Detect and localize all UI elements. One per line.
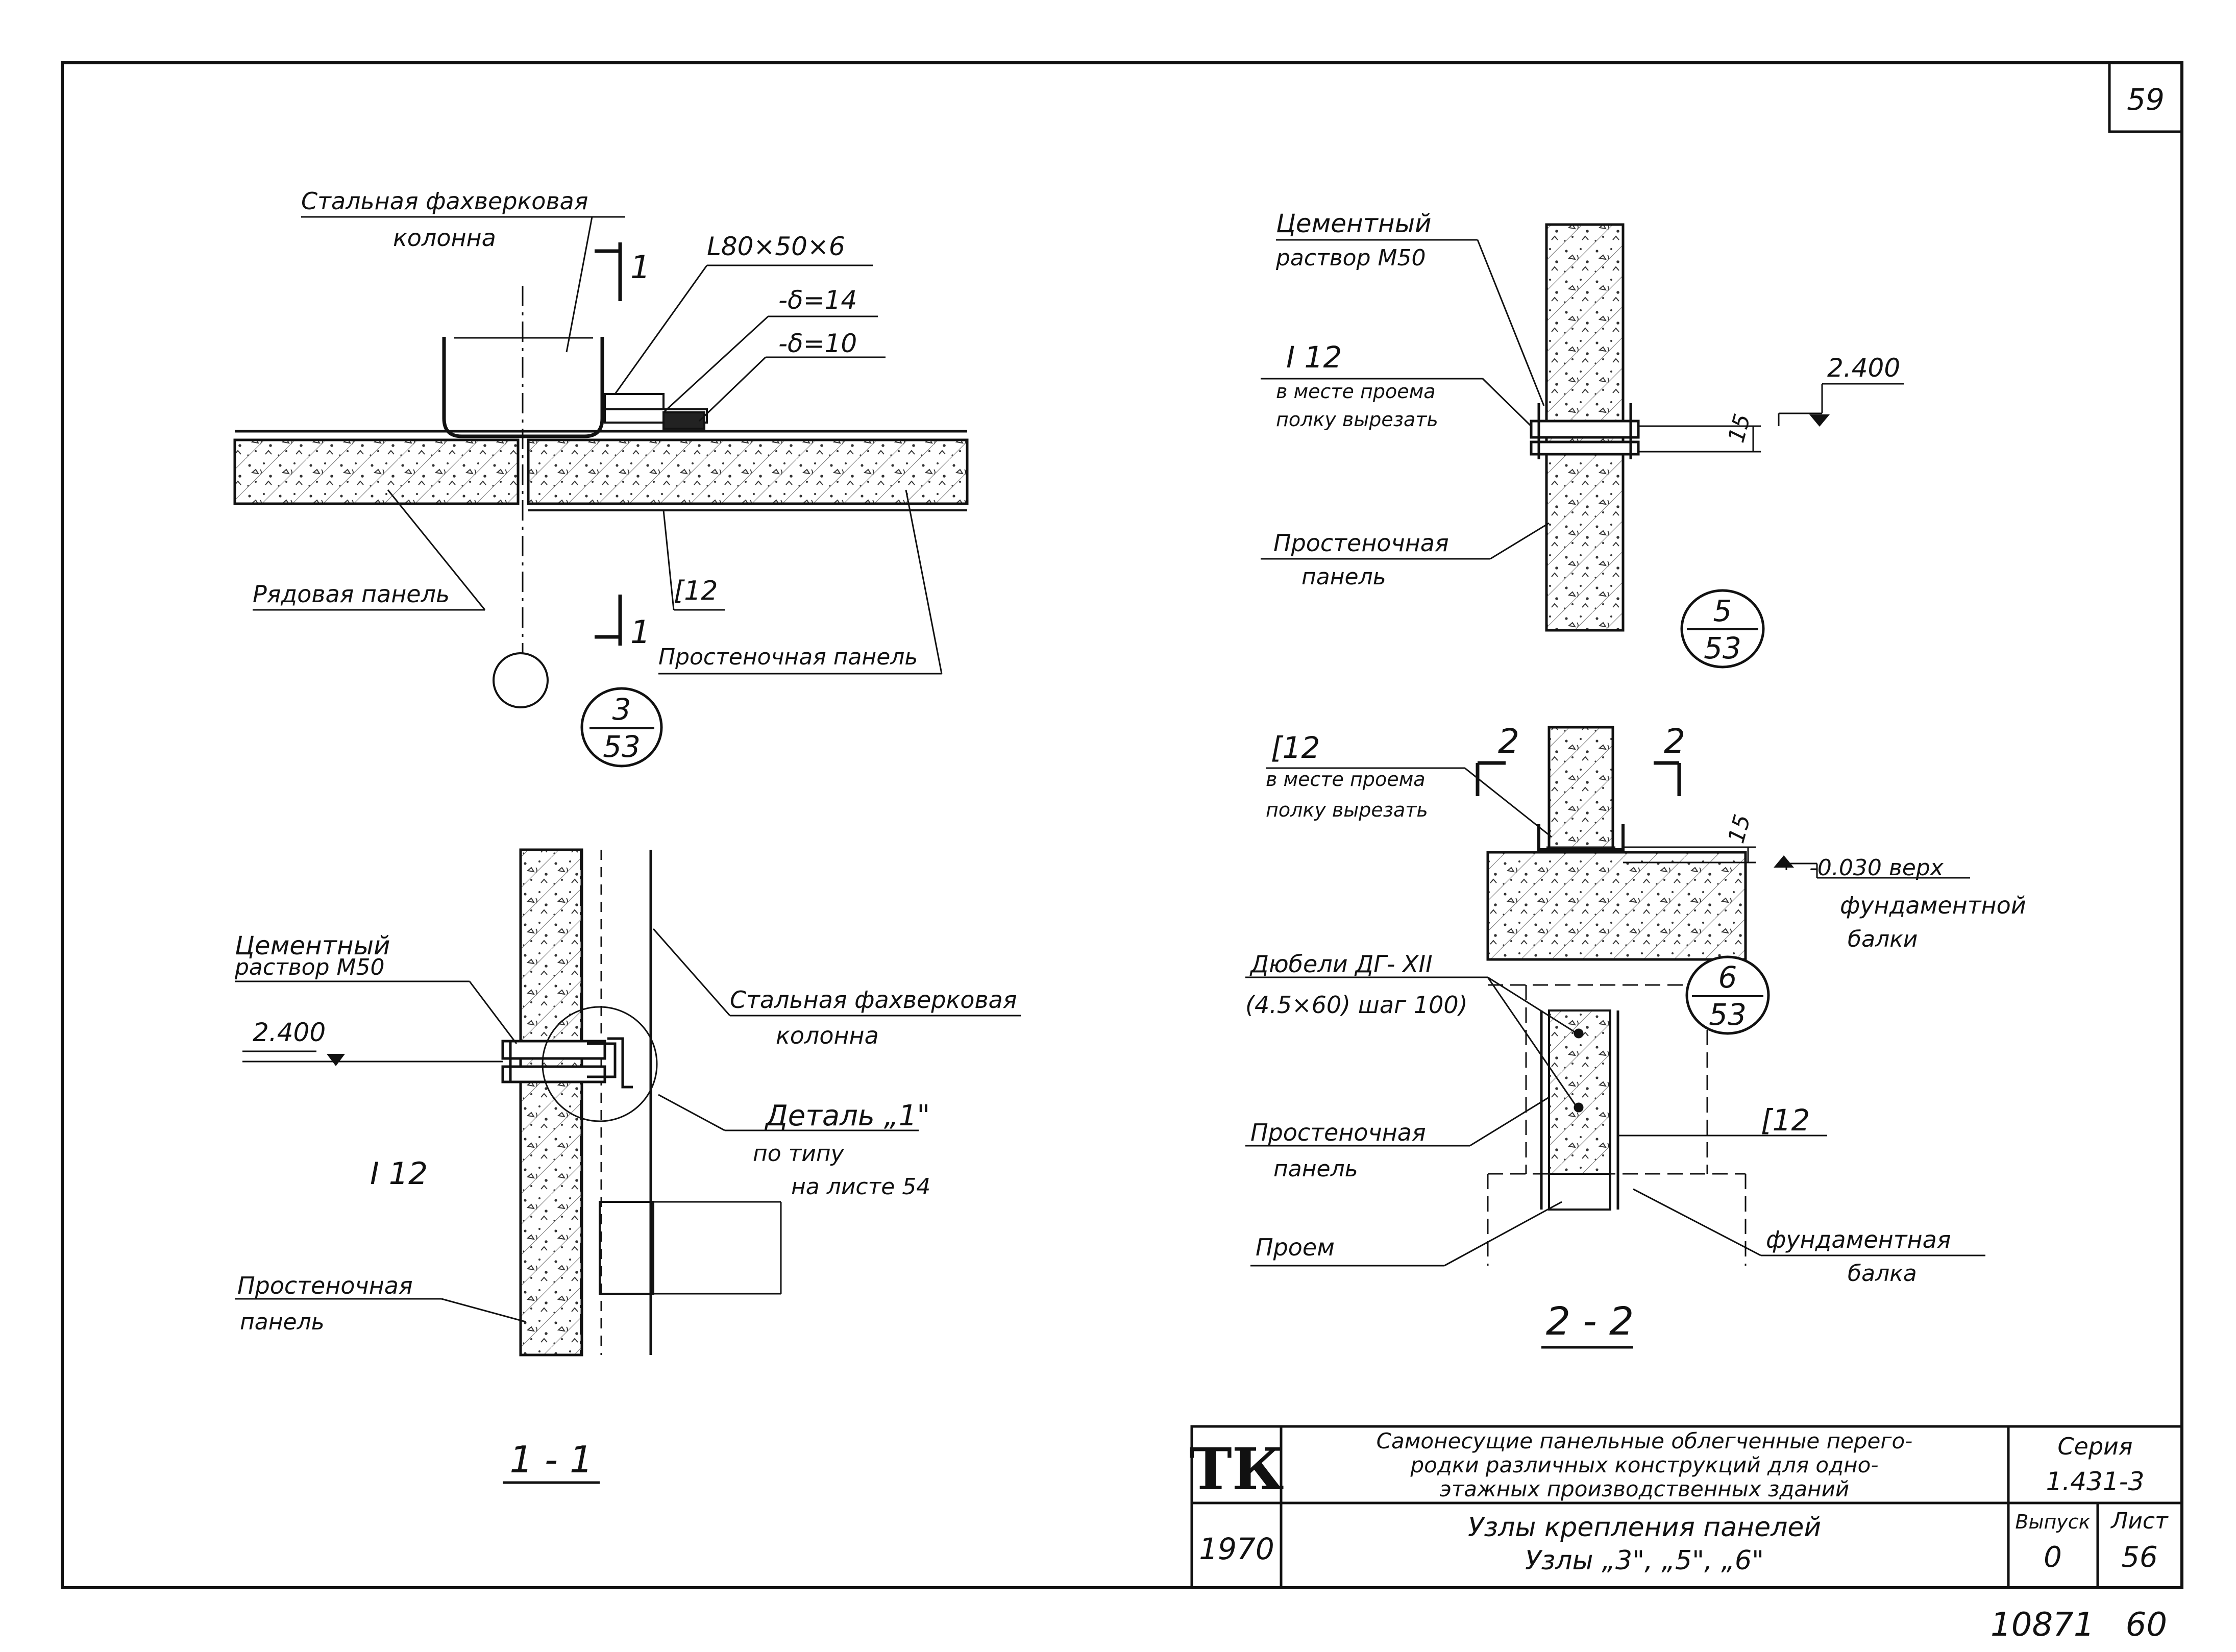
node6-leaders [1245,767,1985,1267]
node6-label-found-1: фундаментная [1766,1226,1951,1253]
section11-opening [599,1201,654,1295]
title-block-year: 1970 [1199,1532,1274,1566]
node5-beam [1530,403,1640,459]
node6-ref-bottom: 53 [1709,997,1747,1032]
title-block-title-3: этажных производственных зданий [1440,1476,1849,1501]
node6-label-wall-1: Простеночная [1250,1119,1426,1146]
node3-label-wall-panel: Простеночная панель [658,644,918,670]
sheet-value: 56 [2121,1541,2157,1574]
node5-label-beam-3: полку вырезать [1276,408,1438,431]
node3-label-column-2: колонна [393,224,496,252]
section11-title: 1 - 1 [509,1438,593,1481]
section11-label-detail-1: Деталь „1" [764,1099,930,1132]
section11-label-mortar-1: Цементный [235,931,390,960]
node6-label-dim: 15 [1723,812,1756,846]
section-1-1-drawing: Цементный раствор М50 2.400 Стальная фах… [234,848,1021,1484]
section11-detail-circle [542,1006,658,1122]
node5-label-mortar-1: Цементный [1276,209,1432,238]
series-label: Серия [2057,1433,2132,1460]
title-block-title-2: родки различных конструкций для одно- [1410,1452,1879,1477]
node3-plates [604,393,708,430]
node6-label-dowel-2: (4.5×60) шаг 100) [1245,991,1468,1019]
node3-panel-row [233,430,969,511]
node5-label-beam-1: I 12 [1286,340,1342,375]
node3-leaders [253,216,943,675]
section11-label-detail-3: на листе 54 [791,1174,930,1200]
node6-foundation-beam [1486,851,1747,961]
node3-ref-bottom: 53 [603,729,641,764]
node5-ref-bottom: 53 [1704,631,1741,665]
section11-label-column-1: Стальная фахверковая [730,986,1017,1014]
stamp-number: 10871 60 [1991,1606,2167,1644]
section11-label-mortar-2: раствор М50 [234,954,384,980]
node3-label-plate14: -δ=14 [778,285,857,315]
node3-label-plate10: -δ=10 [778,329,857,358]
node-6-drawing: 2 2 [1245,722,2026,1349]
node5-label-dim: 15 [1723,411,1756,446]
node5-label-wall-2: панель [1301,564,1386,590]
sheet-frame [61,61,2183,1589]
issue-label: Выпуск [2015,1511,2090,1533]
section11-label-wall-1: Простеночная [237,1272,413,1299]
node6-section-marks [1476,761,1681,796]
node5-label-beam-2: в месте проема [1276,380,1436,403]
node6-reference-bubble: 6 53 [1685,955,1770,1035]
node6-label-opening: Проем [1256,1234,1335,1261]
node6-title: 2 - 2 [1546,1298,1634,1344]
node6-label-channel-1: [12 [1271,730,1320,765]
title-block-logo: ТК [1189,1436,1284,1503]
section11-label-detail-2: по типу [753,1141,845,1167]
node6-section-mark-right: 2 [1664,722,1685,761]
title-block [1190,1425,2183,1589]
sheet-number: 59 [2127,82,2165,117]
section11-beam [501,1037,633,1089]
node6-label-channel-2: в месте проема [1266,768,1426,791]
node6-ref-top: 6 [1718,960,1737,995]
node5-leaders [1261,239,1904,560]
title-block-subtitle-2: Узлы „3", „5", „6" [1525,1545,1764,1576]
node5-label-wall-1: Простеночная [1273,529,1449,557]
node6-label-channel2: [12 [1761,1103,1810,1138]
node-3-drawing: 1 1 Стальная фахверковая колонна L80×50×… [233,187,969,768]
node6-label-channel-3: полку вырезать [1266,799,1428,821]
section11-label-beam: I 12 [370,1156,428,1192]
node6-panel-upper [1547,726,1614,854]
node5-label-elev: 2.400 [1827,353,1900,383]
node3-section-marks [595,242,622,646]
node6-label-elev-3: балки [1848,926,1918,952]
node3-ref-top: 3 [612,692,631,727]
series-value: 1.431-3 [2046,1467,2145,1496]
node6-channel [1537,824,1625,851]
title-block-subtitle-1: Узлы крепления панелей [1468,1512,1821,1543]
node6-label-dowel-1: Дюбели ДГ- XII [1249,950,1433,978]
title-block-title-1: Самонесущие панельные облегченные перего… [1377,1428,1913,1453]
node-5-drawing: Цементный раствор М50 I 12 в месте проем… [1261,209,1904,669]
node6-label-elev-2: фундаментной [1840,892,2026,919]
node3-label-angle: L80×50×6 [707,232,845,261]
node3-axis-bubble [493,652,549,708]
sheet-label: Лист [2110,1508,2169,1534]
node6-label-elev-1: -0.030 верх [1809,855,1944,881]
node6-label-wall-2: панель [1273,1156,1358,1182]
node3-reference-bubble: 3 53 [580,687,663,768]
issue-value: 0 [2044,1541,2062,1574]
section11-leaders [235,928,1021,1323]
node3-section-mark-bottom: 1 [630,613,650,651]
node5-ref-top: 5 [1713,594,1732,628]
node3-label-row-panel: Рядовая панель [253,580,450,608]
section11-label-elev: 2.400 [253,1018,326,1047]
section11-label-column-2: колонна [776,1022,879,1049]
node3-label-channel: [12 [674,576,718,606]
section11-label-wall-2: панель [240,1309,325,1335]
node3-label-column-1: Стальная фахверковая [301,187,588,215]
node5-label-mortar-2: раствор М50 [1275,245,1426,271]
section11-panel [519,848,583,1357]
node5-reference-bubble: 5 53 [1680,589,1765,669]
node6-label-found-2: балка [1848,1261,1917,1287]
node6-section-mark-left: 2 [1498,722,1519,761]
node3-section-mark-top: 1 [630,249,650,286]
